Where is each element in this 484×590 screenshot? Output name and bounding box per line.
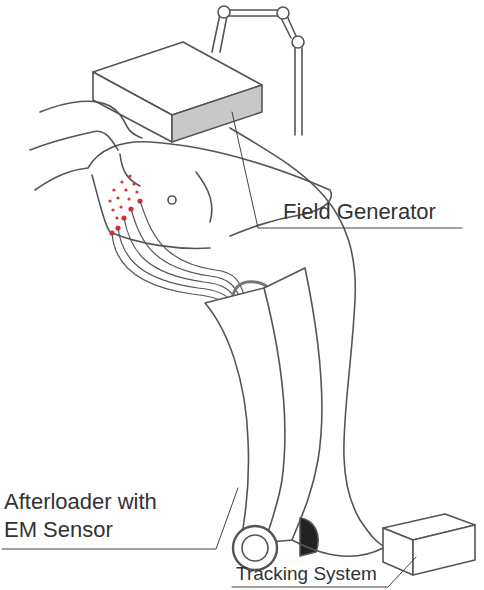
tracking-system-box	[383, 514, 475, 575]
leader-lines	[2, 112, 462, 587]
patient-outline	[30, 101, 331, 248]
catheters	[112, 201, 272, 304]
field-generator-box	[93, 42, 262, 142]
cable	[292, 540, 383, 556]
afterloader	[205, 268, 322, 570]
part-label: Field Generator	[283, 198, 436, 226]
part-label: Tracking System	[236, 562, 377, 586]
part-label: Afterloader with EM Sensor	[4, 488, 172, 543]
